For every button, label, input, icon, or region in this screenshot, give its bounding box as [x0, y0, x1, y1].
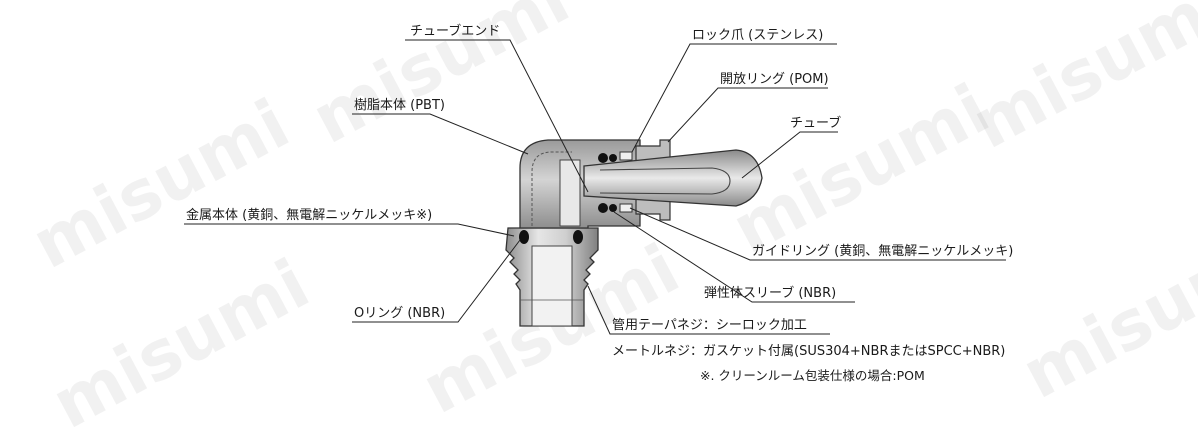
label-metric-thread: メートルネジ：ガスケット付属(SUS304+NBRまたはSPCC+NBR) [612, 344, 1006, 359]
lock-claw [619, 151, 633, 213]
label-resin-body: 樹脂本体 (PBT) [354, 98, 445, 113]
leader-lines [184, 39, 1006, 335]
label-elastic-sleeve: 弾性体スリーブ (NBR) [704, 286, 837, 301]
label-cleanroom-note: ※. クリーンルーム包装仕様の場合:POM [700, 368, 925, 383]
label-release-ring: 開放リング (POM) [720, 72, 829, 87]
tube [583, 149, 763, 207]
label-lock-claw: ロック爪 (ステンレス) [692, 28, 824, 43]
label-o-ring: Oリング (NBR) [354, 306, 446, 321]
label-metal-body: 金属本体 (黄銅、無電解ニッケルメッキ※) [186, 208, 433, 223]
label-tube-end: チューブエンド [410, 24, 501, 39]
fitting-cross-section [184, 39, 1006, 335]
label-tube: チューブ [790, 116, 842, 131]
metal-body [505, 227, 599, 327]
label-guide-ring: ガイドリング (黄銅、無電解ニッケルメッキ) [752, 244, 1014, 259]
diagram-canvas: misumi misumi misumi misumi misumi misum… [20, 0, 1198, 445]
o-ring [519, 230, 583, 244]
label-taper-thread: 管用テーパネジ：シーロック加工 [612, 318, 807, 333]
elastic-sleeve [598, 153, 617, 213]
